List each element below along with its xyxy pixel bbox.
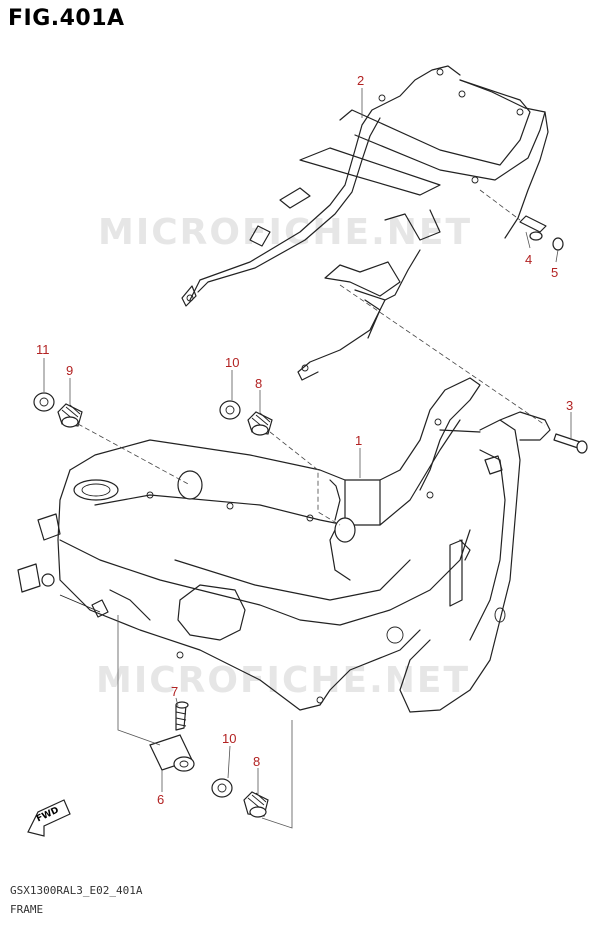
fwd-arrow-icon xyxy=(27,799,71,837)
spacer-9 xyxy=(57,403,83,428)
callout-2: 2 xyxy=(357,73,365,88)
callout-9: 9 xyxy=(66,363,74,378)
figure-title: FIG.401A xyxy=(8,6,125,31)
callout-1: 1 xyxy=(355,433,363,448)
callout-10-upper: 10 xyxy=(225,355,240,370)
spacer-8-upper xyxy=(247,411,273,436)
nut-11 xyxy=(33,392,55,412)
seat-rail-nut xyxy=(552,237,564,251)
callout-6: 6 xyxy=(157,792,165,807)
watermark-bottom: MICROFICHE.NET xyxy=(96,660,471,701)
callout-10-lower: 10 xyxy=(222,731,237,746)
callout-3: 3 xyxy=(566,398,574,413)
collar-6 xyxy=(149,734,195,772)
model-code: GSX1300RAL3_E02_401A xyxy=(10,884,143,897)
section-name: FRAME xyxy=(10,903,44,916)
callout-8-upper: 8 xyxy=(255,376,263,391)
frame-bolt-right xyxy=(553,433,588,454)
seat-rail-bolt xyxy=(519,215,547,241)
nut-10-upper xyxy=(219,400,241,420)
callout-8-lower: 8 xyxy=(253,754,261,769)
leader-lines xyxy=(43,88,572,829)
bolt-7 xyxy=(175,701,189,731)
nut-10-lower xyxy=(211,778,233,798)
callout-11: 11 xyxy=(36,342,50,357)
callout-7: 7 xyxy=(171,684,179,699)
seat-rail xyxy=(181,65,549,381)
callout-5: 5 xyxy=(551,265,559,280)
callout-4: 4 xyxy=(525,252,533,267)
spacer-8-lower xyxy=(243,791,269,818)
main-frame xyxy=(17,377,551,713)
